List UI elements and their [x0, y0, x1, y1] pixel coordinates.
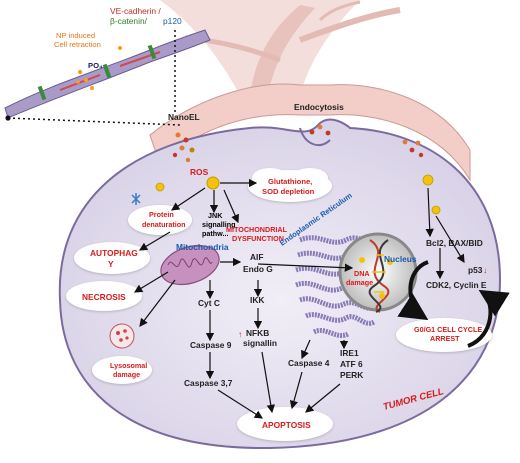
caspase37-label: Caspase 3,7 — [184, 378, 233, 388]
g0g1-label-1: G0/G1 CELL CYCLE — [414, 325, 482, 334]
dna-damage-label: damage — [346, 278, 373, 287]
pathway-arrows — [133, 178, 465, 419]
tumor-cell-body — [58, 118, 502, 450]
ire1-label: IRE1 — [340, 348, 359, 358]
protein-icon — [131, 193, 141, 205]
atf6-label: ATF 6 — [340, 359, 363, 369]
protein-denaturation-cloud — [128, 205, 192, 235]
lysosomal-damage-cloud — [92, 356, 152, 384]
pathway-label: pathw... — [202, 229, 229, 238]
necrosis-label: NECROSIS — [82, 292, 126, 302]
autophagy-label-1: AUTOPHAG — [90, 248, 138, 258]
caspase4-label: Caspase 4 — [288, 358, 330, 368]
right-particle-top — [422, 174, 434, 186]
mito-dysfunction-label-2: DYSFUNCTION — [232, 234, 284, 243]
nanoel-label: NanoEL — [168, 112, 200, 122]
lysosome-icon — [109, 323, 135, 349]
necrosis-cloud — [66, 281, 142, 311]
autophagy-label-2: Y — [108, 259, 114, 269]
cycle-arrow-left — [397, 260, 429, 321]
sod-label: SOD depletion — [262, 187, 315, 196]
glutathione-cloud — [248, 168, 332, 202]
nfkb-arrow: ↑ — [238, 329, 242, 339]
ros-particle-small — [155, 182, 165, 192]
ve-cadherin-label: VE-cadherin / — [110, 6, 161, 16]
cdk2-label: CDK2, Cyclin E — [426, 280, 487, 290]
outer-membrane — [149, 83, 471, 182]
mitochondria-label: Mitochondria — [176, 242, 229, 252]
membrane-nanoparticles — [172, 124, 424, 163]
autophagy-cloud — [74, 242, 150, 274]
ros-particle — [206, 176, 220, 190]
bcl2-label: Bcl2, BAX/BID — [426, 238, 483, 248]
aif-label: AIF — [250, 252, 264, 262]
cytc-label: Cyt C — [198, 298, 220, 308]
signalling-label: signalling — [202, 220, 236, 229]
nucleus-organelle — [338, 232, 418, 313]
endocytosis-pit — [299, 127, 331, 147]
nfkb-signalling-label: signallin — [243, 338, 277, 348]
cycle-arrow-right — [467, 289, 510, 348]
p53-label: p53 — [468, 265, 483, 275]
dna-label: DNA — [354, 269, 370, 278]
g0g1-cloud — [396, 318, 492, 352]
mito-dysfunction-label-1: MITOCHONDRIAL — [226, 225, 288, 234]
right-particle-mid — [431, 205, 441, 215]
mitochondria-organelle — [160, 244, 220, 286]
caspase9-label: Caspase 9 — [190, 340, 232, 350]
jnk-label: JNK — [208, 211, 223, 220]
apoptosis-label: APOPTOSIS — [262, 420, 311, 430]
nucleus-label: Nucleus — [384, 254, 417, 264]
p53-arrow: ↓ — [483, 265, 487, 275]
glutathione-label: Glutathione, — [268, 177, 312, 186]
endocytosis-label: Endocytosis — [294, 102, 344, 112]
endo-g-label: Endo G — [243, 264, 273, 274]
po4-label: PO₄ — [88, 61, 103, 70]
ros-label: ROS — [190, 167, 209, 177]
p120-label: p120 — [163, 16, 182, 26]
lysosomal-label: Lysosomal — [110, 361, 147, 370]
junction-inset: VE-cadherin / β-catenin/ p120 NP induced… — [4, 6, 211, 126]
ikk-label: IKK — [250, 295, 264, 305]
np-induced-label: NP induced — [56, 31, 95, 40]
vessel-background — [160, 0, 401, 95]
nfkb-label: NFKB — [246, 328, 269, 338]
g0g1-label-2: ARREST — [430, 334, 460, 343]
damage-label: damage — [113, 370, 140, 379]
protein-label: Protein — [149, 210, 174, 219]
cell-retraction-label: Cell retraction — [54, 40, 101, 49]
beta-catenin-label: β-catenin/ — [110, 16, 148, 26]
perk-label: PERK — [340, 370, 363, 380]
denaturation-label: denaturation — [142, 220, 186, 229]
